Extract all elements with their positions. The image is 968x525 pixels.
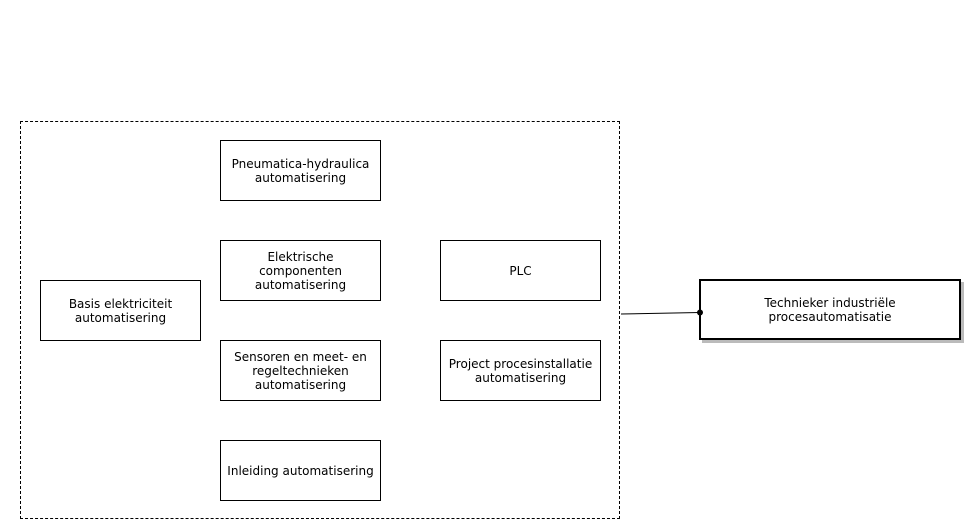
- node-elektrische[interactable]: Elektrische componenten automatisering: [220, 240, 381, 301]
- node-inleiding-label: Inleiding automatisering: [227, 463, 374, 478]
- module-group: [20, 121, 620, 519]
- node-project[interactable]: Project procesinstallatie automatisering: [440, 340, 601, 401]
- outcome-node[interactable]: Technieker industriële procesautomatisat…: [699, 279, 961, 340]
- node-sensoren[interactable]: Sensoren en meet- en regeltechnieken aut…: [220, 340, 381, 401]
- node-plc[interactable]: PLC: [440, 240, 601, 301]
- node-project-label: Project procesinstallatie automatisering: [448, 356, 593, 385]
- node-sensoren-label: Sensoren en meet- en regeltechnieken aut…: [234, 349, 367, 392]
- node-pneumatica[interactable]: Pneumatica-hydraulica automatisering: [220, 140, 381, 201]
- node-elektrische-label: Elektrische componenten automatisering: [254, 249, 347, 292]
- node-plc-label: PLC: [509, 263, 532, 278]
- node-basis-label: Basis elektriciteit automatisering: [68, 296, 173, 325]
- node-basis[interactable]: Basis elektriciteit automatisering: [40, 280, 201, 341]
- node-inleiding[interactable]: Inleiding automatisering: [220, 440, 381, 501]
- outcome-node-label: Technieker industriële procesautomatisat…: [764, 295, 896, 324]
- node-pneumatica-label: Pneumatica-hydraulica automatisering: [231, 156, 370, 185]
- connector-line: [620, 312, 701, 315]
